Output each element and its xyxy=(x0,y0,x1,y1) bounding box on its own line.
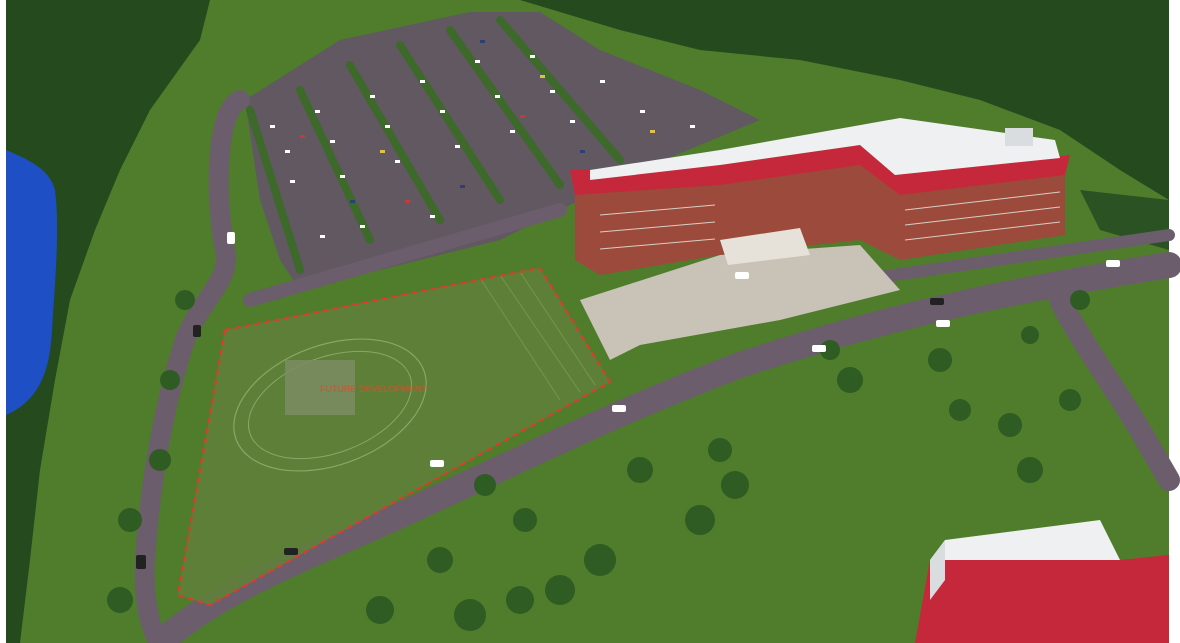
parking-lot xyxy=(245,12,760,290)
roads xyxy=(134,90,1180,643)
plaza xyxy=(580,245,900,360)
future-development-boundary xyxy=(176,266,612,607)
residence-hall-building xyxy=(570,118,1070,275)
future-development-label: FUTURE DEVELOPMENT xyxy=(320,384,428,394)
road-vehicles xyxy=(136,232,1120,569)
future-development-site: FUTURE DEVELOPMENT xyxy=(176,266,612,607)
lawn-trees xyxy=(107,290,1090,631)
adjacent-building xyxy=(915,520,1169,643)
lake xyxy=(6,150,58,415)
